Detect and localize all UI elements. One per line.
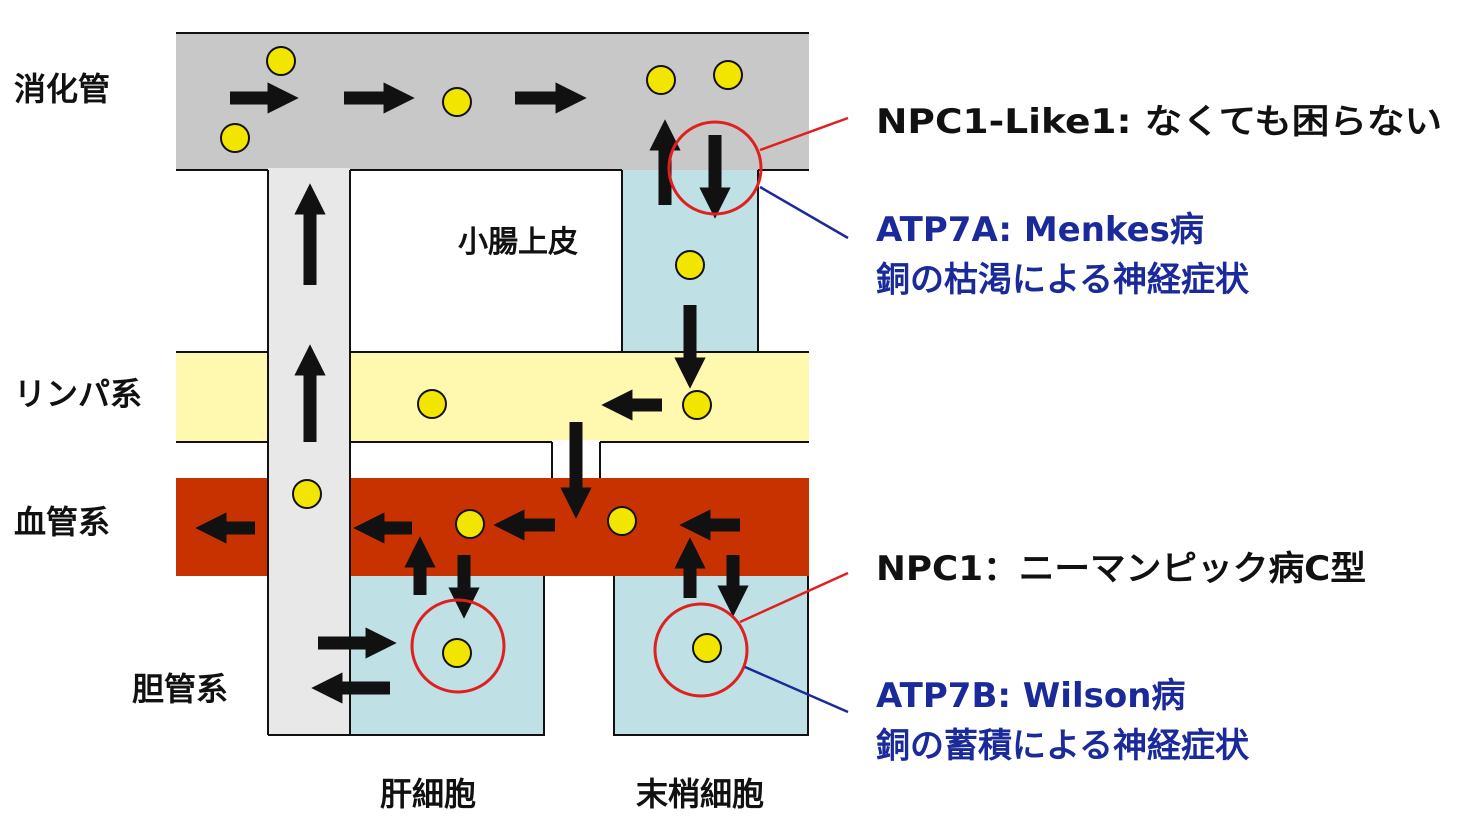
copper-particle <box>442 638 472 668</box>
connector-npc1 <box>739 571 849 624</box>
label-peripheral-cell: 末梢細胞 <box>636 775 764 813</box>
copper-particle <box>713 60 743 90</box>
connector-atp7b <box>744 665 849 714</box>
label-gut: 消化管 <box>14 70 110 108</box>
copper-particle <box>442 87 472 117</box>
annotation-atp7b-desc: 銅の蓄積による神経症状 <box>876 726 1250 766</box>
highlight-liver <box>410 598 506 694</box>
highlight-npc1l1-atp7a <box>667 120 763 216</box>
copper-particle <box>682 390 712 420</box>
transport-arrows <box>195 82 749 704</box>
annotation-atp7a-title: ATP7A: Menkes病 <box>876 210 1204 250</box>
connector-npc1l1 <box>759 116 849 152</box>
copper-particle <box>220 123 250 153</box>
label-lymph: リンパ系 <box>14 375 142 413</box>
highlight-circles <box>410 120 763 698</box>
copper-particle <box>455 509 485 539</box>
annotation-npc1: NPC1：ニーマンピック病C型 <box>876 549 1366 589</box>
label-epithelium: 小腸上皮 <box>458 225 578 260</box>
copper-particle <box>417 389 447 419</box>
copper-particle <box>292 479 322 509</box>
highlight-peripheral <box>653 602 749 698</box>
annotation-connectors <box>739 116 849 714</box>
copper-particle <box>675 250 705 280</box>
copper-particle <box>266 46 296 76</box>
label-liver-cell: 肝細胞 <box>380 775 476 813</box>
copper-particles <box>220 46 743 668</box>
connector-atp7a <box>759 185 849 240</box>
label-blood: 血管系 <box>14 503 110 541</box>
label-bile: 胆管系 <box>132 670 228 708</box>
copper-particle <box>607 506 637 536</box>
annotation-npc1l1: NPC1-Like1: なくても困らない <box>876 102 1442 142</box>
annotation-atp7a-desc: 銅の枯渇による神経症状 <box>876 260 1250 300</box>
annotation-atp7b-title: ATP7B: Wilson病 <box>876 676 1185 716</box>
copper-particle <box>646 65 676 95</box>
copper-particle <box>692 633 722 663</box>
